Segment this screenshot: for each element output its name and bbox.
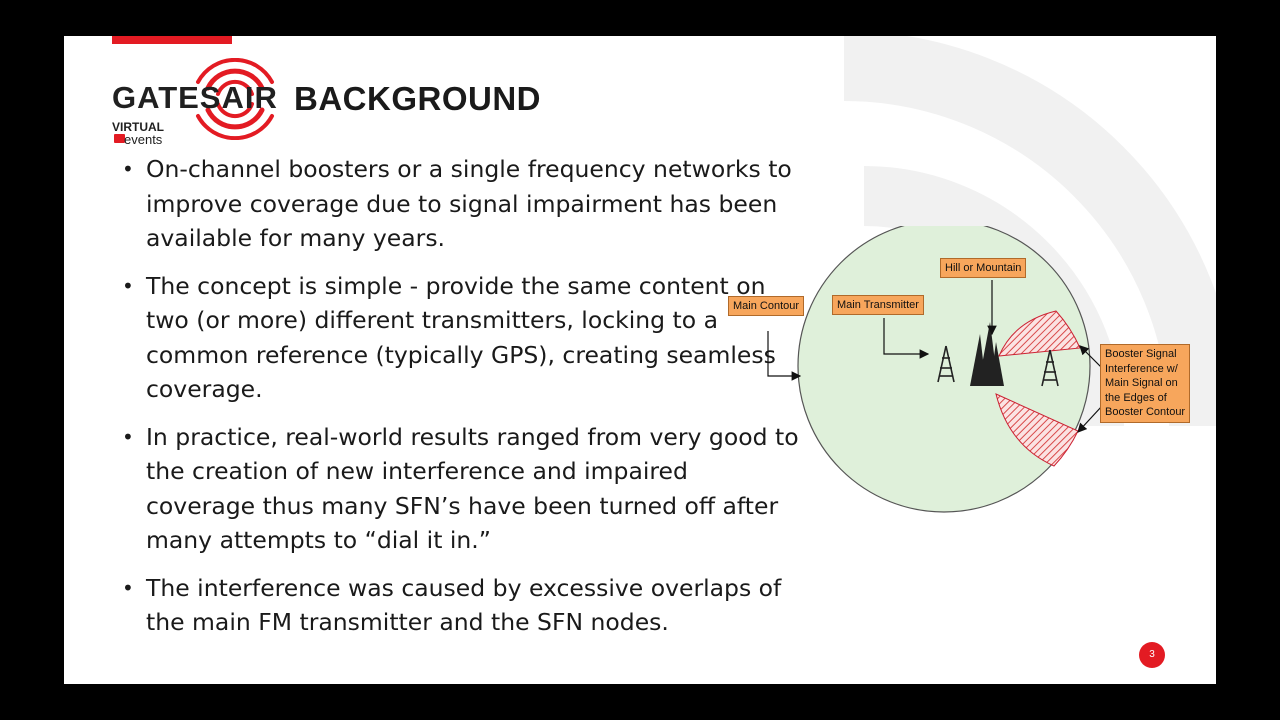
bullet-item: •In practice, real-world results ranged … xyxy=(122,422,799,555)
bullet-item: •The interference was caused by excessiv… xyxy=(122,573,782,637)
main-contour-arrow xyxy=(767,331,802,381)
bullet-text: On-channel boosters or a single frequenc… xyxy=(146,155,792,252)
bullet-text: The interference was caused by excessive… xyxy=(146,573,782,637)
slide-title: BACKGROUND xyxy=(294,80,541,117)
hill-label: Hill or Mountain xyxy=(940,258,1027,278)
bullet-list: •On-channel boosters or a single frequen… xyxy=(120,152,800,653)
bullet-item: •On-channel boosters or a single frequen… xyxy=(122,155,792,252)
events-icon xyxy=(114,134,125,143)
slide: GATESAIR VIRTUAL events BACKGROUND •On-c… xyxy=(64,36,1216,684)
virtual-label: VIRTUAL xyxy=(112,120,164,134)
booster-label-line: Main Signal on xyxy=(1105,377,1178,389)
booster-label-line: Interference w/ xyxy=(1105,362,1178,375)
broadcast-arcs-icon xyxy=(196,58,274,140)
booster-arrow-top xyxy=(1079,345,1103,369)
bullet-text: The concept is simple - provide the same… xyxy=(146,271,776,404)
booster-label-line: the Edges of xyxy=(1105,391,1167,404)
interference-zone-bottom xyxy=(995,393,1079,467)
hill-icon xyxy=(970,322,1004,386)
main-contour-label: Main Contour xyxy=(728,296,805,316)
page-number-badge: 3 xyxy=(1139,642,1165,668)
interference-zone-top xyxy=(998,310,1081,357)
booster-label-line: Booster Signal xyxy=(1105,348,1177,360)
bullet-text: In practice, real-world results ranged f… xyxy=(146,422,799,555)
accent-bar xyxy=(112,36,232,44)
booster-interference-label: Booster Signal Interference w/ Main Sign… xyxy=(1100,344,1191,423)
main-transmitter-tower-icon xyxy=(937,345,955,383)
bullet-item: •The concept is simple - provide the sam… xyxy=(122,271,776,404)
gatesair-logo: GATESAIR VIRTUAL events xyxy=(110,58,290,150)
coverage-diagram: Main Contour Main Transmitter Hill or Mo… xyxy=(724,219,1204,526)
booster-tower-icon xyxy=(1041,349,1059,387)
logo-wordmark: GATESAIR xyxy=(112,80,278,115)
events-label: events xyxy=(124,132,163,147)
main-transmitter-arrow xyxy=(883,318,930,359)
main-transmitter-label: Main Transmitter xyxy=(832,295,924,315)
booster-label-line: Booster Contour xyxy=(1105,406,1186,418)
booster-arrow-bottom xyxy=(1077,405,1103,433)
